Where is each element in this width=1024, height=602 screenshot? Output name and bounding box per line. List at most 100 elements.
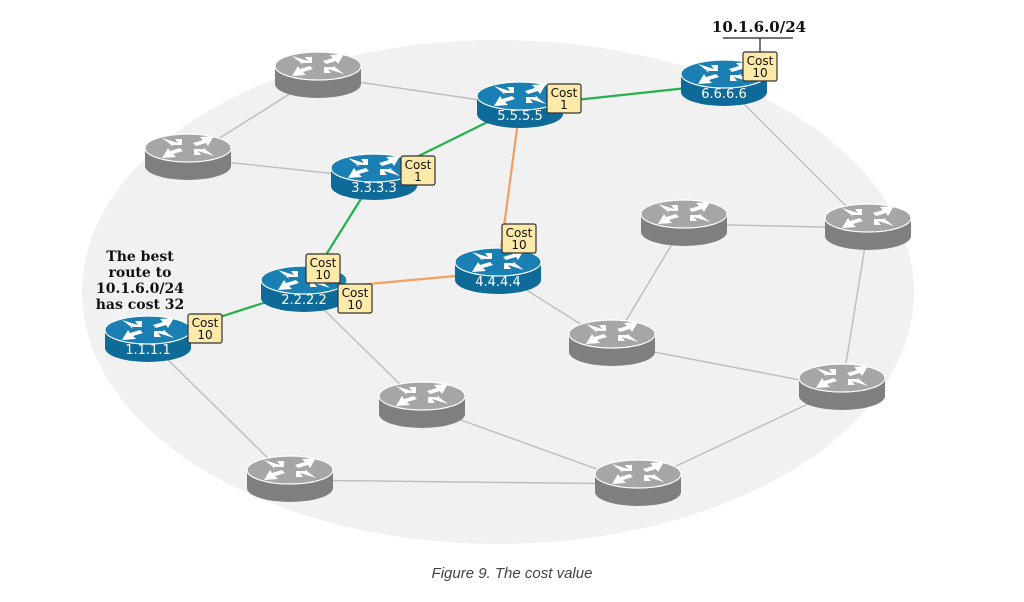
router-top (824, 203, 912, 233)
cost-title: Cost (506, 226, 533, 240)
arrow-glyph (278, 270, 298, 279)
router-arrows-icon (122, 318, 174, 340)
arrow-glyph (323, 54, 344, 64)
arrow-glyph (698, 74, 719, 84)
arrow-glyph (348, 168, 369, 178)
arrow-glyph (816, 378, 837, 388)
arrow-glyph (162, 148, 183, 158)
arrow-glyph (644, 473, 664, 482)
annotation-line: has cost 32 (96, 297, 185, 313)
arrow-glyph (194, 147, 214, 156)
router-inactive (594, 459, 682, 506)
annotation-line: The best (106, 249, 174, 265)
router-id-label: 6.6.6.6 (701, 87, 746, 102)
arrow-glyph (612, 464, 632, 473)
arrow-glyph (658, 214, 679, 224)
cost-box (337, 283, 373, 314)
cost-value: 10 (315, 268, 330, 282)
arrow-glyph (690, 213, 710, 222)
arrow-glyph (379, 156, 400, 166)
router-inactive (824, 203, 912, 250)
arrow-glyph (428, 395, 448, 404)
router-top (274, 51, 362, 81)
router-top (104, 315, 192, 345)
arrow-glyph (847, 366, 868, 376)
arrow-glyph (658, 204, 678, 213)
arrow-glyph (526, 95, 546, 104)
arrow-glyph (264, 470, 285, 480)
router-r4: 4.4.4.4 (454, 247, 542, 294)
arrow-glyph (689, 202, 710, 212)
router-top (640, 199, 728, 229)
router-arrows-icon (494, 84, 546, 106)
link-g4-g6 (841, 227, 869, 389)
router-arrows-icon (348, 156, 400, 178)
cost-title: Cost (342, 286, 369, 300)
router-arrows-icon (816, 366, 868, 388)
router-id-label: 5.5.5.5 (497, 109, 542, 124)
arrow-glyph (612, 474, 633, 484)
router-arrows-icon (264, 458, 316, 480)
arrow-glyph (504, 261, 524, 270)
arrow-glyph (396, 386, 416, 395)
cost-box (187, 313, 223, 344)
cost-title: Cost (192, 316, 219, 330)
arrow-glyph (324, 65, 344, 74)
arrow-glyph (295, 458, 316, 468)
router-arrows-icon (842, 206, 894, 228)
figure-caption: Figure 9. The cost value (431, 565, 593, 582)
destination-network: 10.1.6.0/24 (712, 18, 806, 52)
cost-value: 1 (414, 170, 422, 184)
router-r3: 3.3.3.3 (330, 153, 418, 200)
router-id-label: 3.3.3.3 (351, 181, 396, 196)
arrow-glyph (874, 217, 894, 226)
arrow-glyph (586, 324, 606, 333)
cost-title: Cost (310, 256, 337, 270)
cost-value: 10 (347, 298, 362, 312)
router-r5: 5.5.5.5 (476, 81, 564, 128)
router-id-label: 1.1.1.1 (125, 343, 170, 358)
cost-title: Cost (551, 86, 578, 100)
arrow-glyph (494, 96, 515, 106)
arrow-glyph (296, 469, 316, 478)
arrow-glyph (122, 330, 143, 340)
cost-value: 1 (560, 98, 568, 112)
arrow-glyph (698, 64, 718, 73)
arrow-glyph (643, 462, 664, 472)
arrow-glyph (122, 320, 142, 329)
cost-box (501, 223, 537, 254)
router-inactive (378, 381, 466, 428)
arrow-glyph (162, 138, 182, 147)
router-top (378, 381, 466, 411)
cost-value: 10 (511, 238, 526, 252)
arrow-glyph (472, 262, 493, 272)
link-r6-g4 (723, 83, 869, 229)
router-top (144, 133, 232, 163)
arrow-glyph (617, 322, 638, 332)
arrow-glyph (154, 329, 174, 338)
arrow-glyph (873, 206, 894, 216)
arrow-glyph (264, 460, 284, 469)
arrow-glyph (292, 66, 313, 76)
router-r1: 1.1.1.1 (104, 315, 192, 362)
annotation-line: 10.1.6.0/24 (96, 281, 184, 297)
arrow-glyph (153, 318, 174, 328)
arrow-glyph (427, 384, 448, 394)
arrow-glyph (525, 84, 546, 94)
router-inactive (274, 51, 362, 98)
router-arrows-icon (612, 462, 664, 484)
cost-box (400, 155, 436, 186)
best-route-annotation: The best route to 10.1.6.0/24 has cost 3… (96, 249, 185, 313)
router-id-label: 2.2.2.2 (281, 293, 326, 308)
link-g8-g9 (289, 479, 639, 485)
cost-box (546, 83, 582, 114)
router-inactive (798, 363, 886, 410)
router-arrows-icon (586, 322, 638, 344)
arrow-glyph (494, 86, 514, 95)
router-arrows-icon (396, 384, 448, 406)
cost-title: Cost (747, 54, 774, 68)
